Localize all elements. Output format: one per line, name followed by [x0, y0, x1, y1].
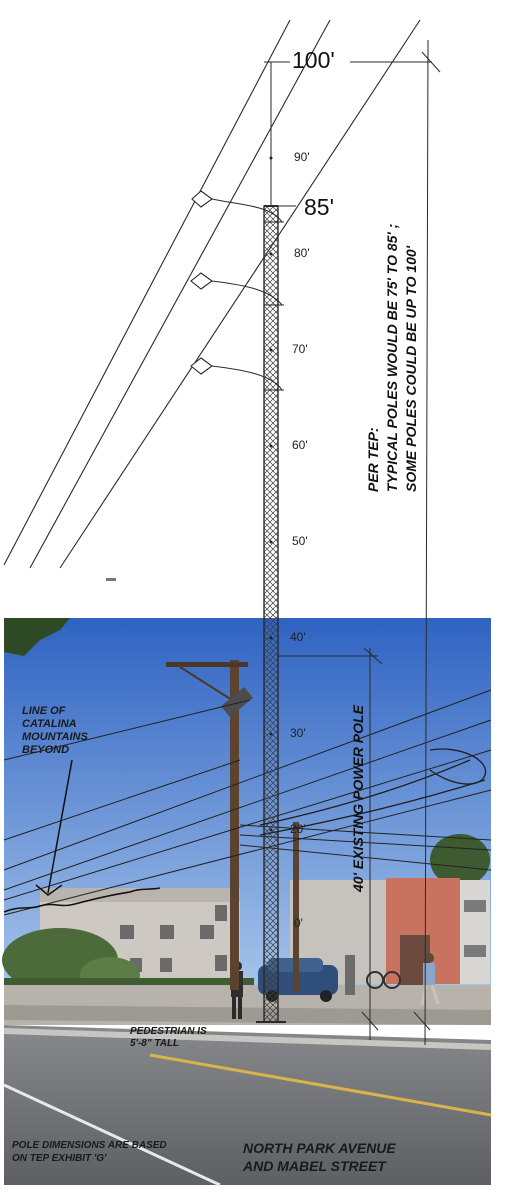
height-label-85: 85': [304, 194, 334, 220]
pedestrian-note: PEDESTRIAN IS 5'-8" TALL: [130, 1026, 207, 1050]
mountains-note-line1: LINE OF: [22, 705, 66, 717]
mountains-note-line2: CATALINA: [22, 718, 77, 730]
proposed-transmission-lines: [3, 19, 421, 569]
tep-note-line2: TYPICAL POLES WOULD BE 75' TO 85' ;: [384, 223, 400, 492]
tick-20: 20': [290, 822, 306, 836]
height-label-100: 100': [292, 47, 335, 73]
dimension-note-line1: POLE DIMENSIONS ARE BASED: [12, 1140, 167, 1151]
tick-60: 60': [292, 438, 308, 452]
tick-80: 80': [294, 246, 310, 260]
road-lane-line: [149, 1053, 492, 1117]
tick-30: 30': [290, 726, 306, 740]
tep-note-line1: PER TEP:: [365, 427, 381, 492]
tree-top-left: [4, 618, 70, 656]
existing-wires: [3, 689, 492, 916]
tick-90: 90': [294, 150, 310, 164]
dimension-note-line2: ON TEP EXHIBIT 'G': [12, 1153, 107, 1164]
mountains-note: LINE OF CATALINA MOUNTAINS BEYOND: [22, 705, 88, 757]
tick-40: 40': [290, 630, 306, 644]
insulators: [190, 190, 213, 375]
dimension-note: POLE DIMENSIONS ARE BASED ON TEP EXHIBIT…: [12, 1139, 167, 1165]
tep-note-line3: SOME POLES COULD BE UP TO 100': [403, 245, 419, 492]
mountain-arrow: [35, 759, 73, 896]
location-note: NORTH PARK AVENUE AND MABEL STREET: [243, 1139, 396, 1175]
dimension-lines: [264, 39, 441, 1046]
mountain-line: [3, 887, 161, 913]
tick-70: 70': [292, 342, 308, 356]
location-note-line1: NORTH PARK AVENUE: [243, 1140, 396, 1156]
mountains-note-line3: MOUNTAINS: [22, 731, 88, 743]
existing-wood-pole: [230, 660, 239, 990]
pedestrian-note-line2: 5'-8" TALL: [130, 1038, 180, 1049]
existing-pole-label: 40' EXISTING POWER POLE: [350, 705, 366, 892]
mountains-note-line4: BEYOND: [22, 744, 70, 756]
road: [4, 1025, 491, 1185]
location-note-line2: AND MABEL STREET: [243, 1158, 386, 1174]
proposed-lattice-pole: [263, 205, 279, 1023]
tick-0: 0': [294, 916, 303, 930]
pedestrian-note-line1: PEDESTRIAN IS: [130, 1026, 207, 1037]
tep-note: PER TEP: TYPICAL POLES WOULD BE 75' TO 8…: [364, 224, 421, 492]
tick-50: 50': [292, 534, 308, 548]
